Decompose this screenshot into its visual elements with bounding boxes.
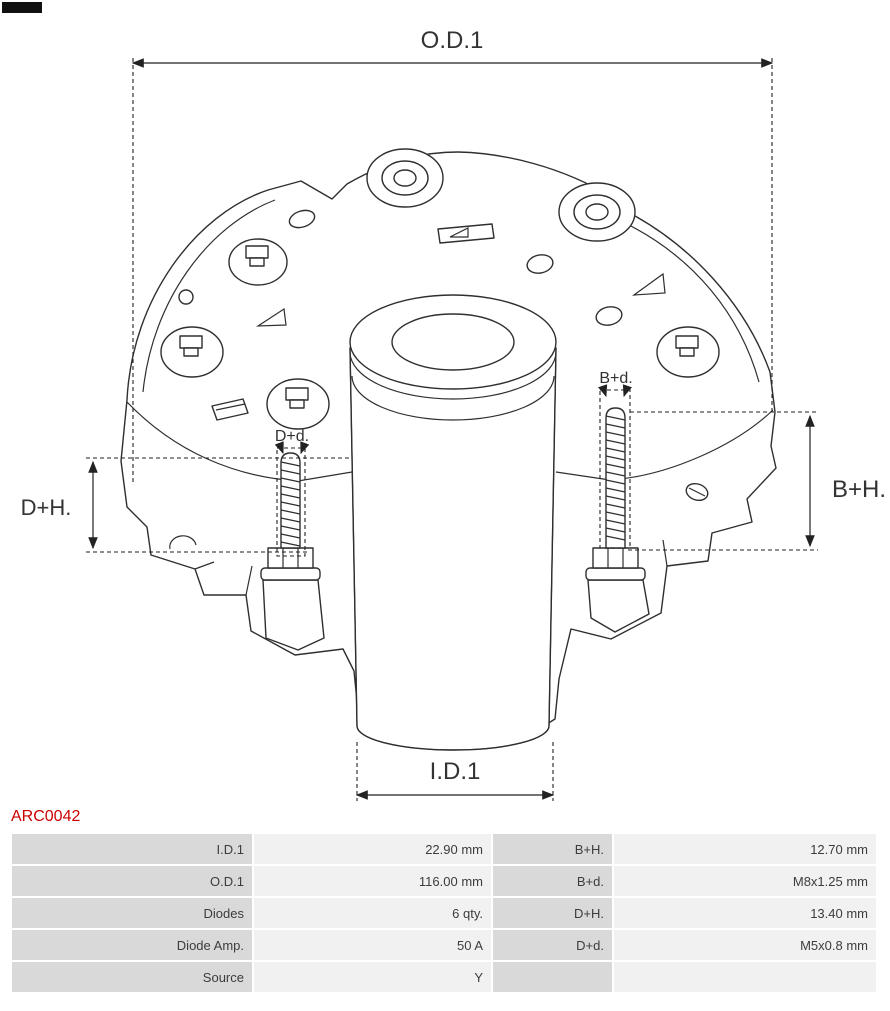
spec-label: B+d.	[493, 866, 612, 896]
spec-value: 22.90 mm	[254, 834, 491, 864]
spec-value: M8x1.25 mm	[614, 866, 876, 896]
table-row: I.D.1 22.90 mm B+H. 12.70 mm	[12, 834, 876, 864]
table-row: O.D.1 116.00 mm B+d. M8x1.25 mm	[12, 866, 876, 896]
spec-label: Diodes	[12, 898, 252, 928]
spec-label: B+H.	[493, 834, 612, 864]
boss-ring-right	[558, 182, 636, 242]
part-number: ARC0042	[11, 808, 81, 825]
table-row: Diodes 6 qty. D+H. 13.40 mm	[12, 898, 876, 928]
boss-ring-left	[366, 148, 444, 208]
spec-label: Source	[12, 962, 252, 992]
spec-label: O.D.1	[12, 866, 252, 896]
plate-details	[160, 148, 720, 502]
spec-label	[493, 962, 612, 992]
bh-label: B+H.	[832, 476, 886, 503]
dh-label: D+H.	[21, 495, 72, 520]
table-row: Source Y	[12, 962, 876, 992]
diode-4	[656, 326, 720, 378]
diode-2	[160, 326, 224, 378]
dimension-dd: D+d.	[274, 428, 310, 557]
spec-label: D+d.	[493, 930, 612, 960]
spec-label: Diode Amp.	[12, 930, 252, 960]
dimension-dh: D+H.	[21, 457, 352, 553]
diode-3	[266, 378, 330, 430]
spec-value: 13.40 mm	[614, 898, 876, 928]
left-stud	[260, 452, 325, 651]
spec-label: I.D.1	[12, 834, 252, 864]
id1-label: I.D.1	[430, 758, 481, 785]
dimension-od1: O.D.1	[131, 27, 774, 485]
center-tube	[349, 294, 557, 751]
spec-value: 12.70 mm	[614, 834, 876, 864]
table-row: Diode Amp. 50 A D+d. M5x0.8 mm	[12, 930, 876, 960]
spec-label: D+H.	[493, 898, 612, 928]
technical-drawing: O.D.1 I.D.1 B+H. D+H. B+d. D+d.	[21, 27, 886, 801]
dimension-bd: B+d.	[598, 370, 633, 549]
spec-value: 6 qty.	[254, 898, 491, 928]
spec-value	[614, 962, 876, 992]
spec-value: Y	[254, 962, 491, 992]
dimension-bh: B+H.	[628, 411, 886, 551]
diode-1	[228, 238, 288, 286]
dd-label: D+d.	[275, 428, 309, 445]
bd-label: B+d.	[599, 370, 632, 387]
brand-logo	[2, 2, 42, 13]
spec-table: I.D.1 22.90 mm B+H. 12.70 mm O.D.1 116.0…	[10, 832, 878, 994]
spec-value: M5x0.8 mm	[614, 930, 876, 960]
od1-label: O.D.1	[421, 27, 484, 54]
right-stud	[585, 407, 650, 633]
slots-and-marks	[211, 223, 666, 421]
dimension-id1: I.D.1	[355, 742, 555, 801]
vent-holes	[178, 209, 709, 502]
spec-value: 50 A	[254, 930, 491, 960]
spec-value: 116.00 mm	[254, 866, 491, 896]
